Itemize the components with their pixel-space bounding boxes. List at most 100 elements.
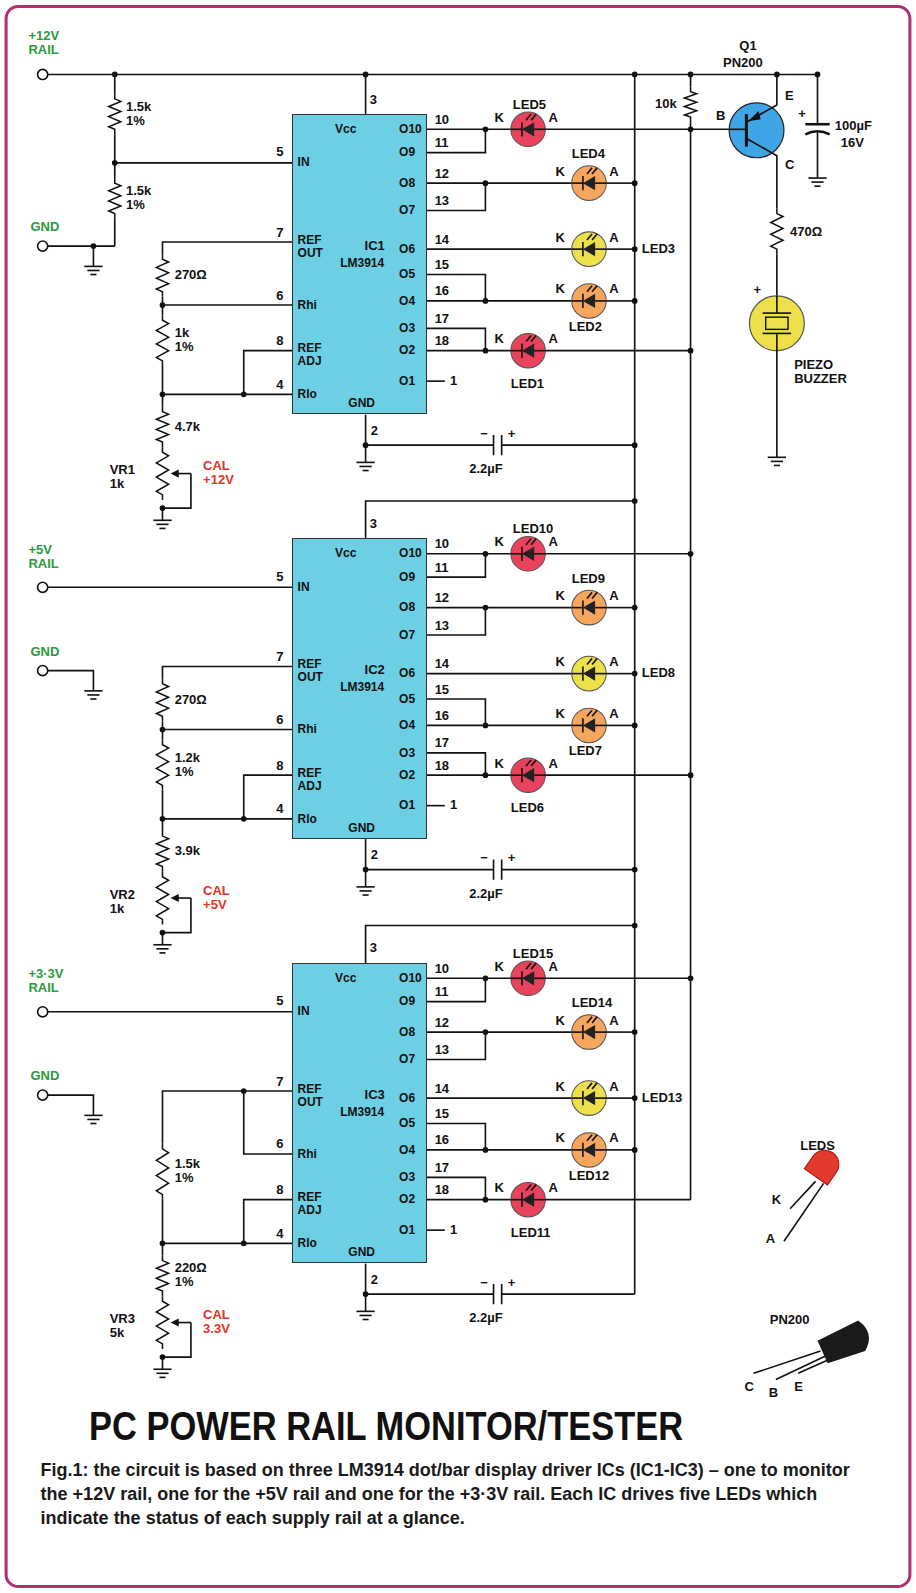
label: O7 [399,628,415,641]
transistor-icon [817,1321,868,1364]
label: REF OUT [298,658,326,684]
label: 15 [435,258,449,272]
label: + [754,283,762,297]
diode-bar [582,176,584,190]
label: 14 [435,1082,449,1096]
wire [545,774,690,776]
ic-name: IC2 [365,662,385,677]
label: 10k [655,97,677,111]
ground-symbol [356,462,374,464]
ground-symbol [84,690,102,692]
wire [817,131,819,178]
label: O1 [399,374,415,387]
label: LED11 [511,1226,551,1240]
terminal [38,1007,48,1017]
led-lead [572,673,583,675]
label: 16V [841,136,864,150]
label: A [766,1232,775,1246]
label: 4 [276,802,283,816]
label: K [495,757,504,771]
wire [427,1032,486,1059]
wire [427,699,486,725]
ground-symbol [814,185,820,187]
label: VR1 1k [110,463,142,491]
wire [162,790,164,831]
label: Rlo [298,388,317,401]
wire [427,725,572,727]
ground-symbol [87,270,99,272]
label: IN [298,1005,310,1018]
label: Q1 [739,39,756,53]
label: 1.5k 1% [126,184,158,212]
ground-symbol [84,266,102,268]
wire [606,300,634,302]
label: REF OUT [298,1083,326,1109]
wire [48,245,115,247]
junction-dot [160,816,166,822]
wire [48,586,293,588]
label: O3 [399,746,415,759]
label: A [548,332,557,346]
label: 13 [435,194,449,208]
diode-bar [582,1025,584,1039]
label: VR3 5k [110,1312,142,1340]
led-light [526,335,531,341]
label: 15 [435,1107,449,1121]
led-symbol [511,112,546,147]
label: 14 [435,657,449,671]
label: 4 [276,1227,283,1241]
label: A [609,165,618,179]
label: A [609,1014,618,1028]
wire [162,508,164,520]
capacitor-plate [805,123,829,126]
diode-triangle [583,242,595,256]
label: Rlo [298,812,317,825]
label: K [495,1181,504,1195]
wire [427,553,511,555]
ground-symbol [356,886,374,888]
wiper [162,1323,190,1358]
label: 16 [435,709,449,723]
ground-symbol [159,528,165,530]
wiper [162,898,190,933]
led-lead [595,673,606,675]
frame-border [6,6,910,1586]
ic-name: LM3914 [340,256,384,270]
label: K [555,1131,564,1145]
terminal [38,1090,48,1100]
led-lead [572,607,583,609]
label: LED2 [569,320,602,334]
wire [427,182,572,184]
label: 12 [435,167,449,181]
label: E [785,89,794,103]
wire [162,818,292,820]
wire [427,1149,572,1151]
led-light [531,114,536,120]
led-light [526,1184,531,1190]
label: 17 [435,736,449,750]
wire [162,667,292,679]
label: O1 [399,1223,415,1236]
junction-dot [483,605,489,611]
wire [162,242,292,254]
wire [427,977,511,979]
junction-dot [483,1029,489,1035]
ground-symbol [768,457,786,459]
label: 2.2µF [469,1311,503,1325]
label: + [508,1276,516,1290]
wire [545,128,729,130]
label: LED5 [513,98,546,112]
junction-dot [483,126,489,132]
ground-symbol [156,948,168,950]
diode-triangle [583,1091,595,1105]
diode-bar [521,971,523,985]
transistor-symbol [729,103,784,158]
wire [606,248,634,250]
label: 7 [276,226,283,240]
label: REF ADJ [298,1191,326,1217]
label: K [555,589,564,603]
diode-bar [582,1091,584,1105]
resistor-symbol [156,740,168,791]
led-lead [595,182,606,184]
led-lead [595,725,606,727]
